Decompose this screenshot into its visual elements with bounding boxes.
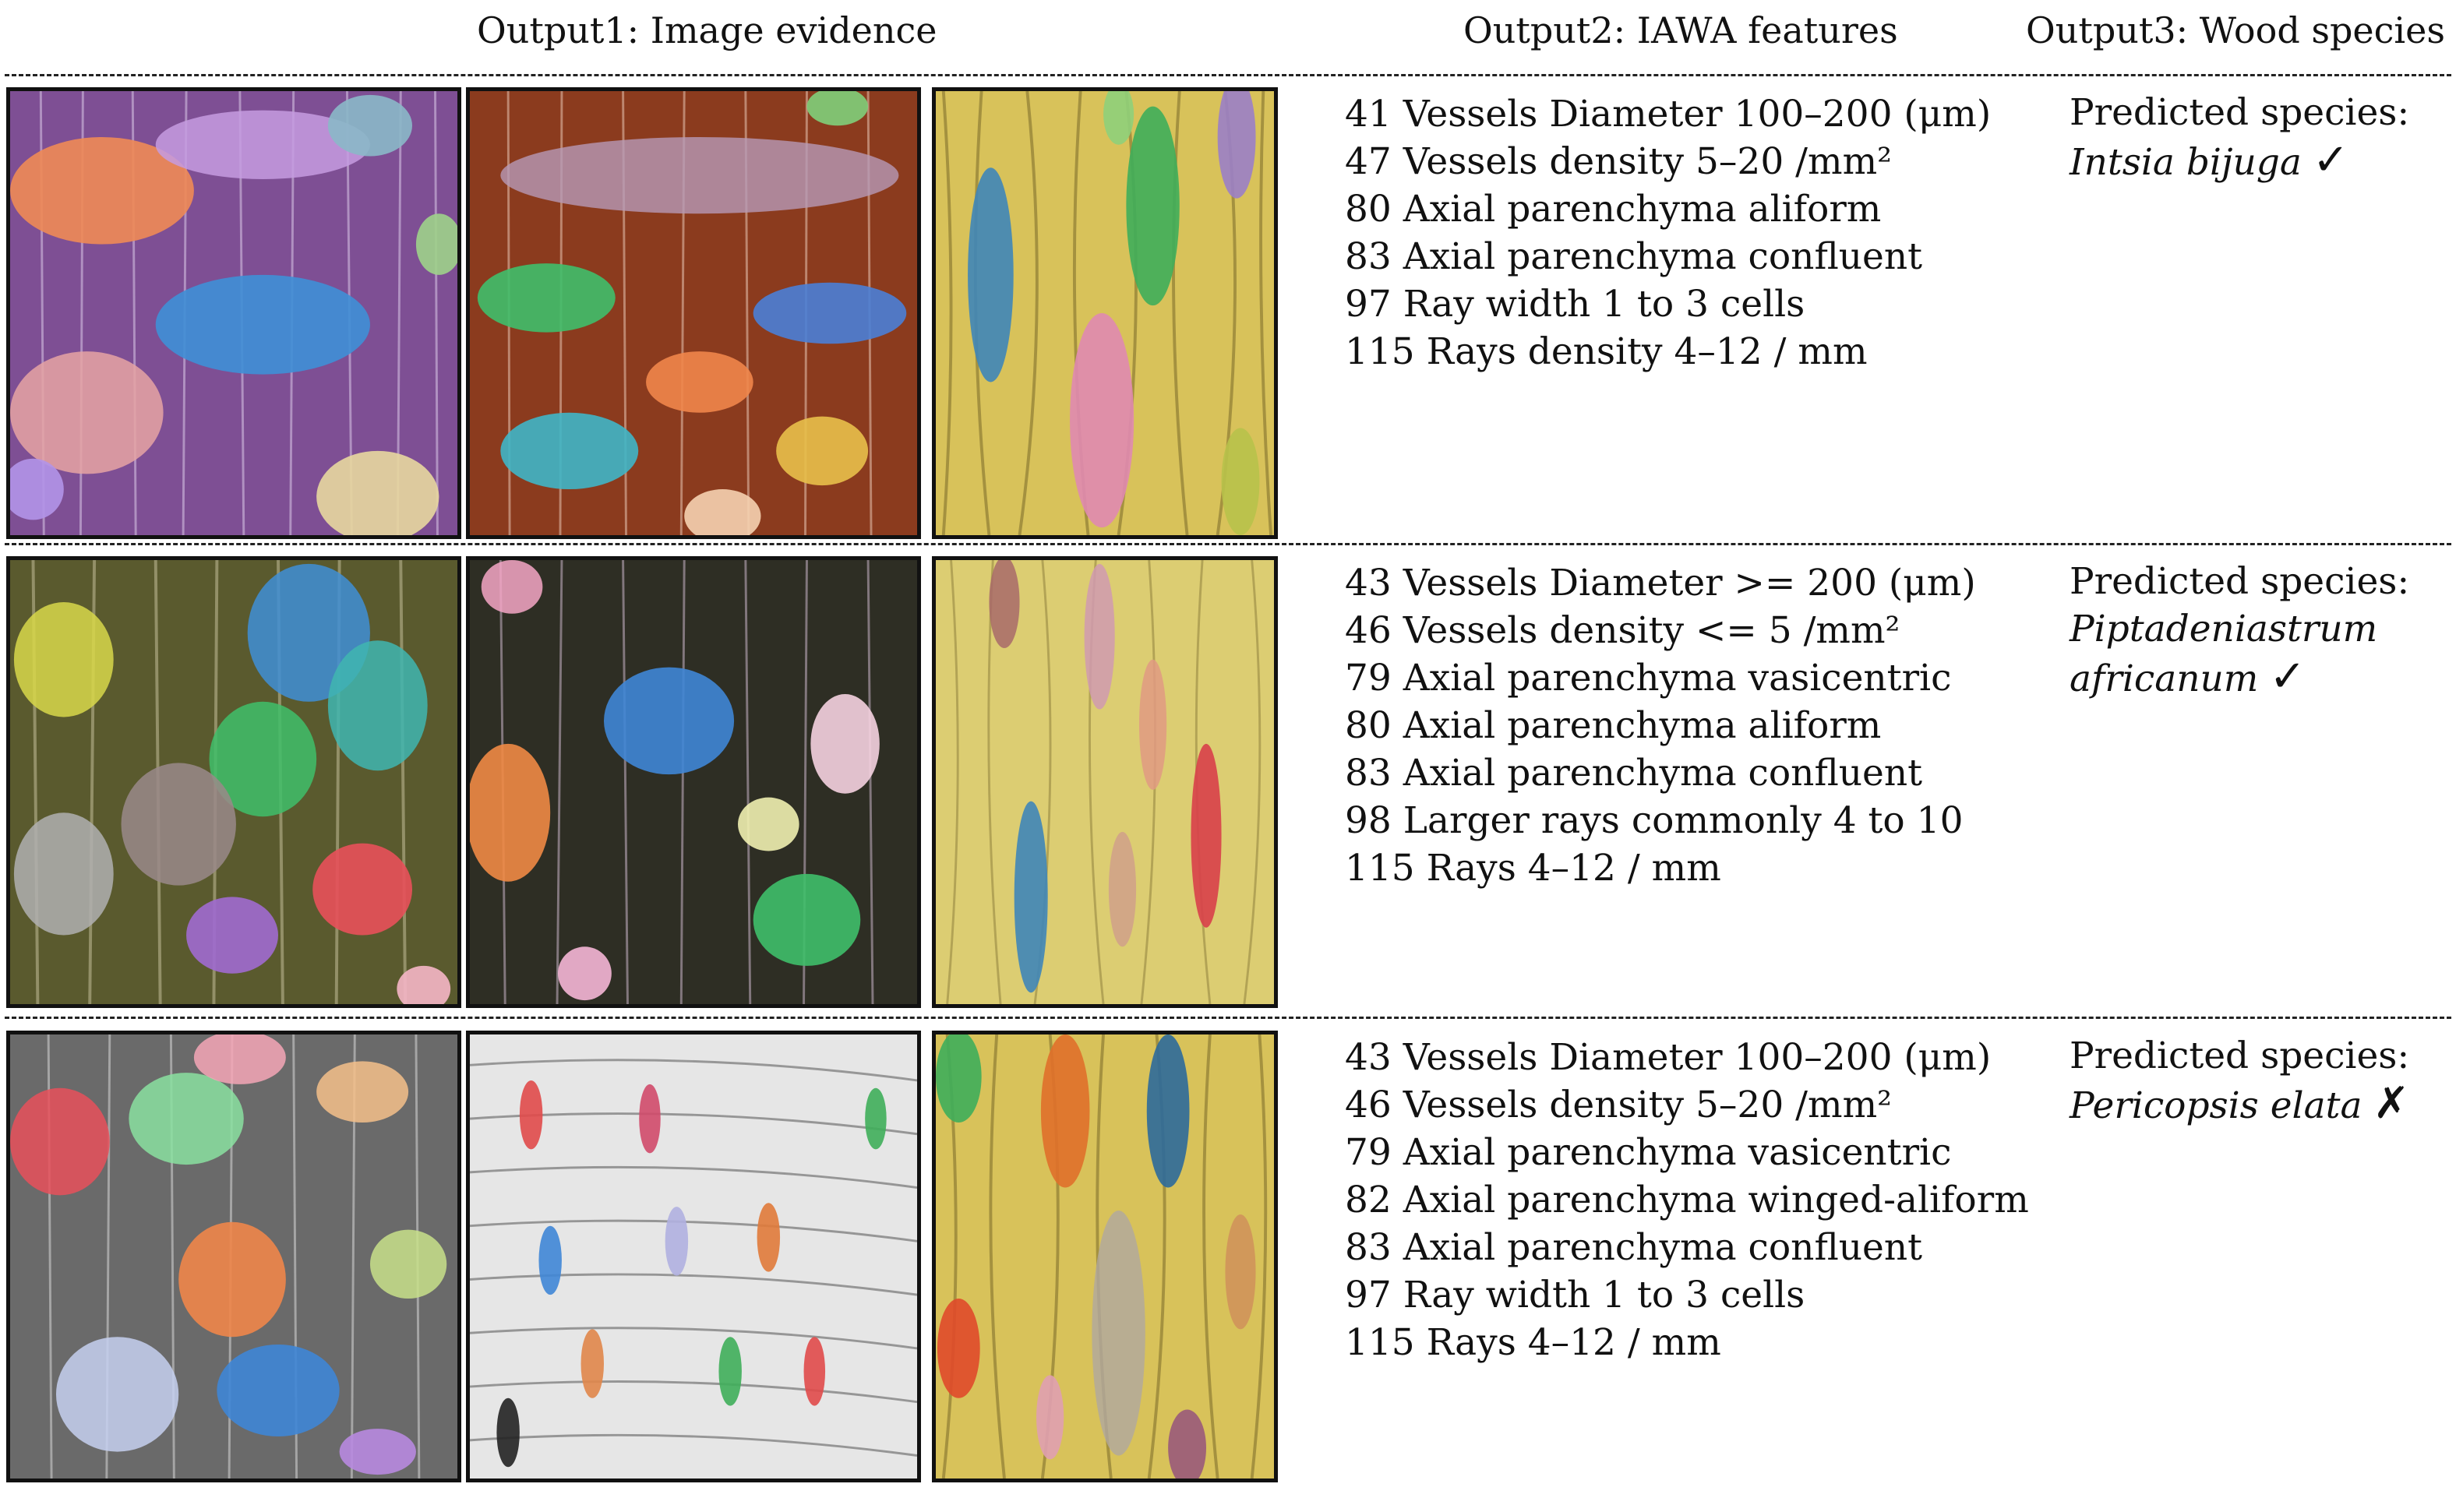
feature-line: 79 Axial parenchyma vasicentric bbox=[1345, 1131, 1952, 1174]
image-evidence-transverse-3 bbox=[6, 556, 461, 1008]
header-output2: Output2: IAWA features bbox=[1463, 9, 1898, 51]
image-evidence-tangential-1 bbox=[932, 87, 1278, 539]
image-evidence-transverse-2 bbox=[466, 87, 921, 539]
feature-line: 115 Rays density 4–12 / mm bbox=[1345, 330, 1868, 373]
iawa-features-1: 41 Vessels Diameter 100–200 (μm) 47 Vess… bbox=[1345, 90, 1991, 375]
feature-line: 97 Ray width 1 to 3 cells bbox=[1345, 283, 1805, 326]
image-evidence-tangential-2 bbox=[932, 556, 1278, 1008]
predicted-species-1: Predicted species: Intsia bijuga✓ bbox=[2070, 89, 2409, 186]
image-evidence-tangential-3 bbox=[932, 1031, 1278, 1482]
feature-line: 41 Vessels Diameter 100–200 (μm) bbox=[1345, 93, 1992, 136]
separator-2 bbox=[5, 1017, 2451, 1019]
image-evidence-transverse-6 bbox=[466, 1031, 921, 1482]
check-mark-icon: ✓ bbox=[2312, 135, 2349, 185]
predicted-species-3: Predicted species: Pericopsis elata✗ bbox=[2070, 1032, 2409, 1130]
feature-line: 80 Axial parenchyma aliform bbox=[1345, 188, 1882, 231]
row-3: 43 Vessels Diameter 100–200 (μm) 46 Vess… bbox=[0, 1023, 2456, 1482]
feature-line: 43 Vessels Diameter 100–200 (μm) bbox=[1345, 1036, 1992, 1079]
row-2: 43 Vessels Diameter >= 200 (μm) 46 Vesse… bbox=[0, 548, 2456, 1008]
feature-line: 83 Axial parenchyma confluent bbox=[1345, 1226, 1923, 1269]
separator-top bbox=[5, 74, 2451, 76]
feature-line: 83 Axial parenchyma confluent bbox=[1345, 235, 1923, 278]
species-label: Predicted species: bbox=[2070, 560, 2410, 603]
feature-line: 47 Vessels density 5–20 /mm² bbox=[1345, 140, 1892, 183]
feature-line: 43 Vessels Diameter >= 200 (μm) bbox=[1345, 562, 1976, 604]
species-name: Pericopsis elata✗ bbox=[2070, 1078, 2410, 1129]
feature-line: 46 Vessels density <= 5 /mm² bbox=[1345, 609, 1900, 652]
predicted-species-2: Predicted species: Piptadeniastrum afric… bbox=[2070, 558, 2409, 703]
cross-mark-icon: ✗ bbox=[2373, 1078, 2410, 1129]
species-label: Predicted species: bbox=[2070, 91, 2410, 134]
check-mark-icon: ✓ bbox=[2269, 651, 2306, 702]
feature-line: 82 Axial parenchyma winged-aliform bbox=[1345, 1179, 2029, 1221]
image-evidence-transverse-5 bbox=[6, 1031, 461, 1482]
header-output3: Output3: Wood species bbox=[2026, 9, 2445, 51]
species-name-line-1: Piptadeniastrum bbox=[2070, 608, 2378, 650]
separator-1 bbox=[5, 543, 2451, 545]
image-evidence-transverse-4 bbox=[466, 556, 921, 1008]
row-1: 41 Vessels Diameter 100–200 (μm) 47 Vess… bbox=[0, 79, 2456, 539]
species-name-line-2: africanum✓ bbox=[2070, 651, 2306, 702]
image-evidence-transverse-1 bbox=[6, 87, 461, 539]
species-label: Predicted species: bbox=[2070, 1034, 2410, 1077]
header-output1: Output1: Image evidence bbox=[477, 9, 937, 51]
feature-line: 46 Vessels density 5–20 /mm² bbox=[1345, 1084, 1892, 1126]
feature-line: 98 Larger rays commonly 4 to 10 bbox=[1345, 799, 1964, 842]
feature-line: 115 Rays 4–12 / mm bbox=[1345, 1321, 1721, 1364]
feature-line: 79 Axial parenchyma vasicentric bbox=[1345, 657, 1952, 700]
iawa-features-3: 43 Vessels Diameter 100–200 (μm) 46 Vess… bbox=[1345, 1034, 2029, 1366]
species-name: Intsia bijuga✓ bbox=[2070, 135, 2349, 185]
iawa-features-2: 43 Vessels Diameter >= 200 (μm) 46 Vesse… bbox=[1345, 559, 1976, 892]
feature-line: 83 Axial parenchyma confluent bbox=[1345, 752, 1923, 795]
feature-line: 97 Ray width 1 to 3 cells bbox=[1345, 1274, 1805, 1316]
feature-line: 80 Axial parenchyma aliform bbox=[1345, 704, 1882, 747]
feature-line: 115 Rays 4–12 / mm bbox=[1345, 847, 1721, 890]
